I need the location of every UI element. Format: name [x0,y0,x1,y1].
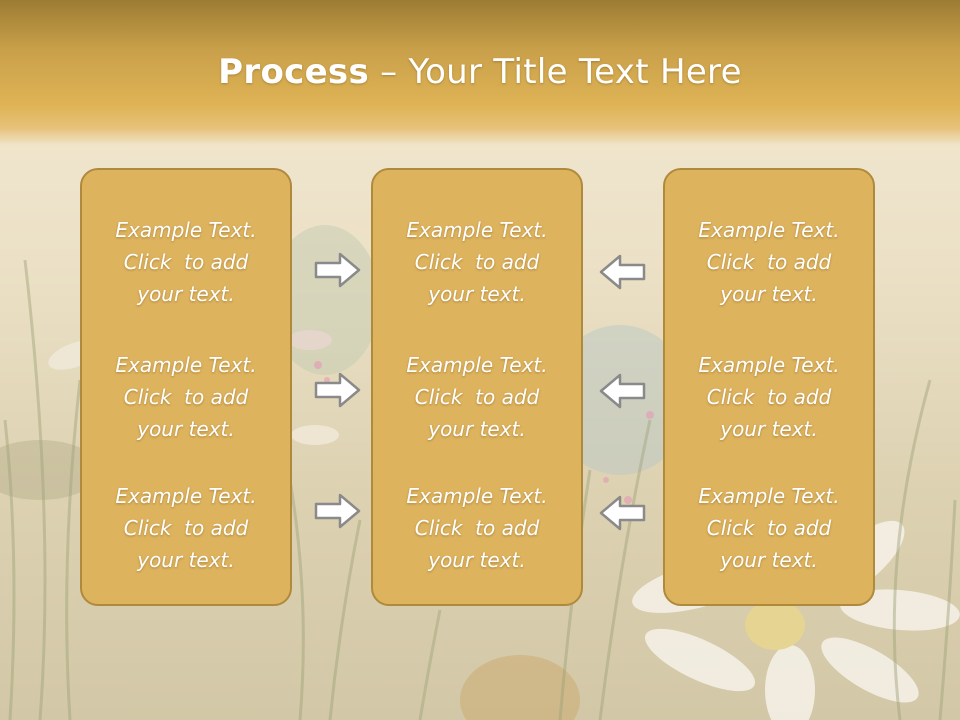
text-placeholder[interactable]: Example Text. Click to add your text. [406,484,548,572]
text-placeholder[interactable]: Example Text. Click to add your text. [698,484,840,572]
right-arrow-icon[interactable] [313,370,363,410]
right-arrow-icon[interactable] [313,250,363,290]
left-arrow-icon[interactable] [597,493,647,533]
left-column-box[interactable]: Example Text. Click to add your text. Ex… [80,168,292,606]
title-bold-text: Process [218,52,370,92]
right-arrow-icon[interactable] [313,491,363,531]
title-bar [0,0,960,160]
left-arrow-icon[interactable] [597,252,647,292]
slide-title[interactable]: Process – Your Title Text Here [0,52,960,92]
middle-column-box[interactable]: Example Text. Click to add your text. Ex… [371,168,583,606]
text-placeholder[interactable]: Example Text. Click to add your text. [115,353,257,441]
right-column-box[interactable]: Example Text. Click to add your text. Ex… [663,168,875,606]
text-placeholder[interactable]: Example Text. Click to add your text. [406,218,548,306]
title-rest-text: – Your Title Text Here [369,52,742,92]
text-placeholder[interactable]: Example Text. Click to add your text. [406,353,548,441]
text-placeholder[interactable]: Example Text. Click to add your text. [115,218,257,306]
left-arrow-icon[interactable] [597,371,647,411]
text-placeholder[interactable]: Example Text. Click to add your text. [698,218,840,306]
text-placeholder[interactable]: Example Text. Click to add your text. [698,353,840,441]
text-placeholder[interactable]: Example Text. Click to add your text. [115,484,257,572]
